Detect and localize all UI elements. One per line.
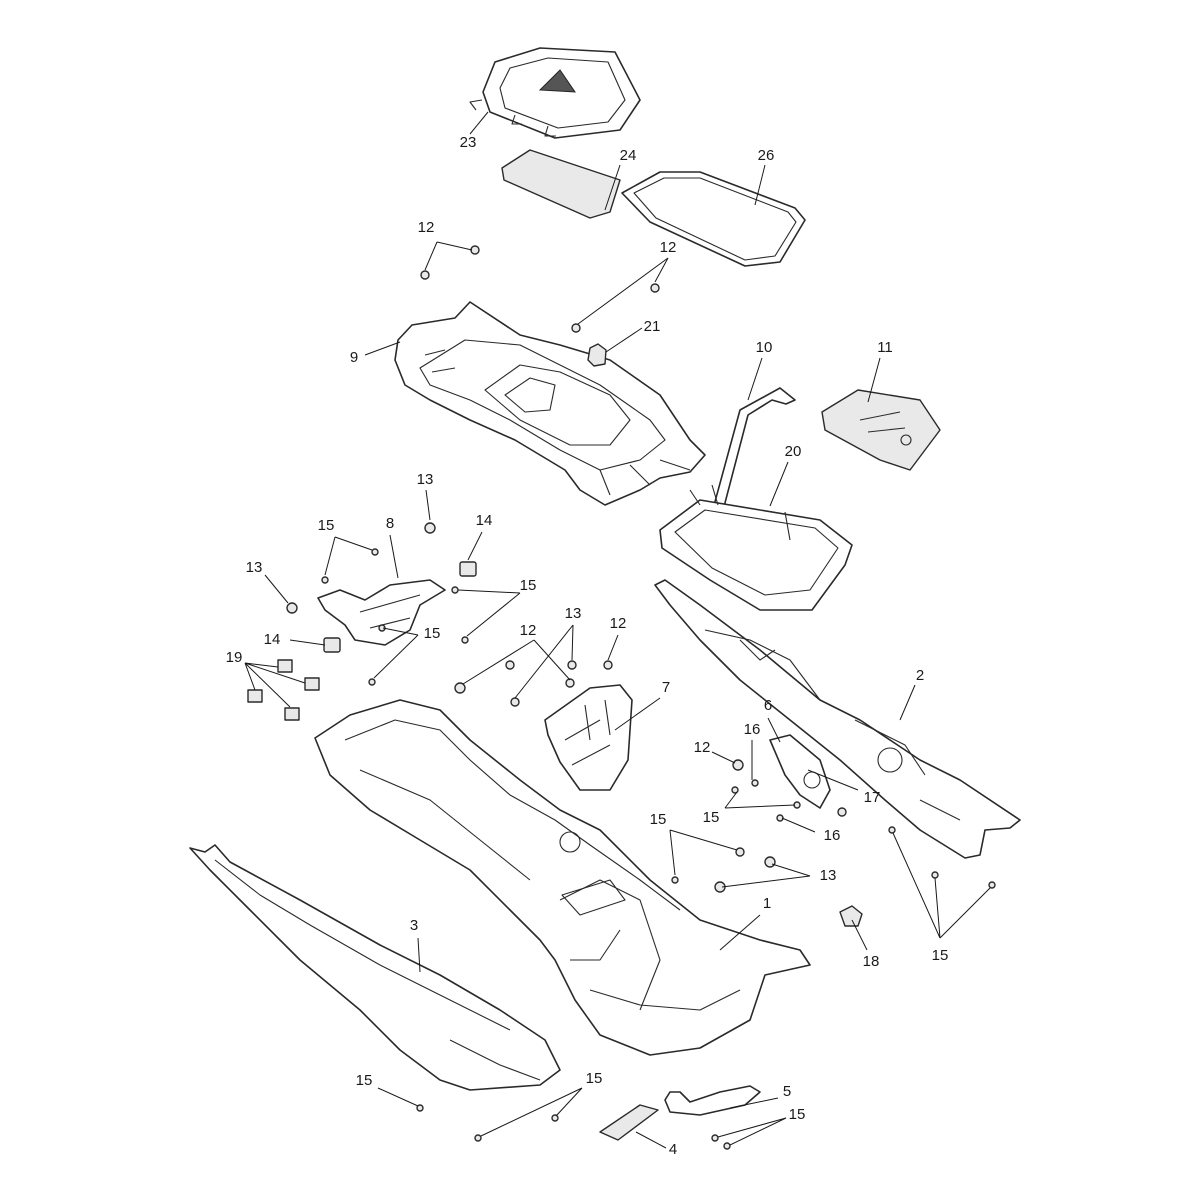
part-8-bracket xyxy=(317,579,446,646)
leader-lines xyxy=(244,111,991,1149)
callout-15: 15 xyxy=(650,811,667,828)
callout-11: 11 xyxy=(877,339,893,356)
part-20-box xyxy=(659,484,853,611)
callout-18: 18 xyxy=(863,953,880,970)
callout-13: 13 xyxy=(565,605,582,622)
callout-17: 17 xyxy=(864,789,881,806)
callout-12: 12 xyxy=(418,219,435,236)
part-14-nut-lower xyxy=(323,637,341,653)
callout-4: 4 xyxy=(669,1141,677,1158)
callout-26: 26 xyxy=(758,147,775,164)
callout-20: 20 xyxy=(785,443,802,460)
callout-15: 15 xyxy=(356,1072,373,1089)
callout-12: 12 xyxy=(694,739,711,756)
callout-12: 12 xyxy=(610,615,627,632)
part-3-panel xyxy=(189,844,561,1091)
part-19-clips xyxy=(247,659,320,721)
callout-15: 15 xyxy=(424,625,441,642)
part-5-bracket xyxy=(664,1085,761,1116)
callout-21: 21 xyxy=(644,318,661,335)
callout-9: 9 xyxy=(350,349,358,366)
part-14-nut-upper xyxy=(459,561,477,577)
callout-13: 13 xyxy=(820,867,837,884)
part-26-seal xyxy=(621,171,806,267)
fasteners xyxy=(286,245,996,1150)
callout-6: 6 xyxy=(764,697,772,714)
callout-7: 7 xyxy=(662,679,670,696)
callout-15: 15 xyxy=(318,517,335,534)
callout-14: 14 xyxy=(476,512,493,529)
callout-15: 15 xyxy=(932,947,949,964)
callout-2: 2 xyxy=(916,667,924,684)
callout-16: 16 xyxy=(744,721,761,738)
callout-15: 15 xyxy=(520,577,537,594)
callout-5: 5 xyxy=(783,1083,791,1100)
callout-12: 12 xyxy=(520,622,537,639)
callout-10: 10 xyxy=(756,339,773,356)
callout-14: 14 xyxy=(264,631,281,648)
part-11-bag xyxy=(821,389,941,471)
part-21-clip xyxy=(587,343,607,367)
part-2-rail xyxy=(654,579,1021,859)
callout-15: 15 xyxy=(703,809,720,826)
callout-23: 23 xyxy=(460,134,477,151)
callout-12: 12 xyxy=(660,239,677,256)
callout-13: 13 xyxy=(246,559,263,576)
part-1-mudguard xyxy=(314,699,811,1056)
part-4-plate xyxy=(599,1104,659,1141)
callout-labels: 23 24 26 12 12 21 9 10 11 20 13 14 15 8 … xyxy=(226,134,949,1158)
part-24-mat xyxy=(501,149,621,219)
callout-13: 13 xyxy=(417,471,434,488)
part-18-clip xyxy=(839,905,863,927)
part-6-bracket xyxy=(769,734,831,809)
callout-1: 1 xyxy=(763,895,771,912)
callout-19: 19 xyxy=(226,649,243,666)
callout-15: 15 xyxy=(586,1070,603,1087)
callout-8: 8 xyxy=(386,515,394,532)
callout-24: 24 xyxy=(620,147,637,164)
part-7-bracket xyxy=(544,684,633,791)
callout-16: 16 xyxy=(824,827,841,844)
part-23-cover xyxy=(469,47,641,139)
callout-15: 15 xyxy=(789,1106,806,1123)
callout-3: 3 xyxy=(410,917,418,934)
part-10-strap xyxy=(709,387,796,523)
part-9-tray xyxy=(394,301,706,506)
